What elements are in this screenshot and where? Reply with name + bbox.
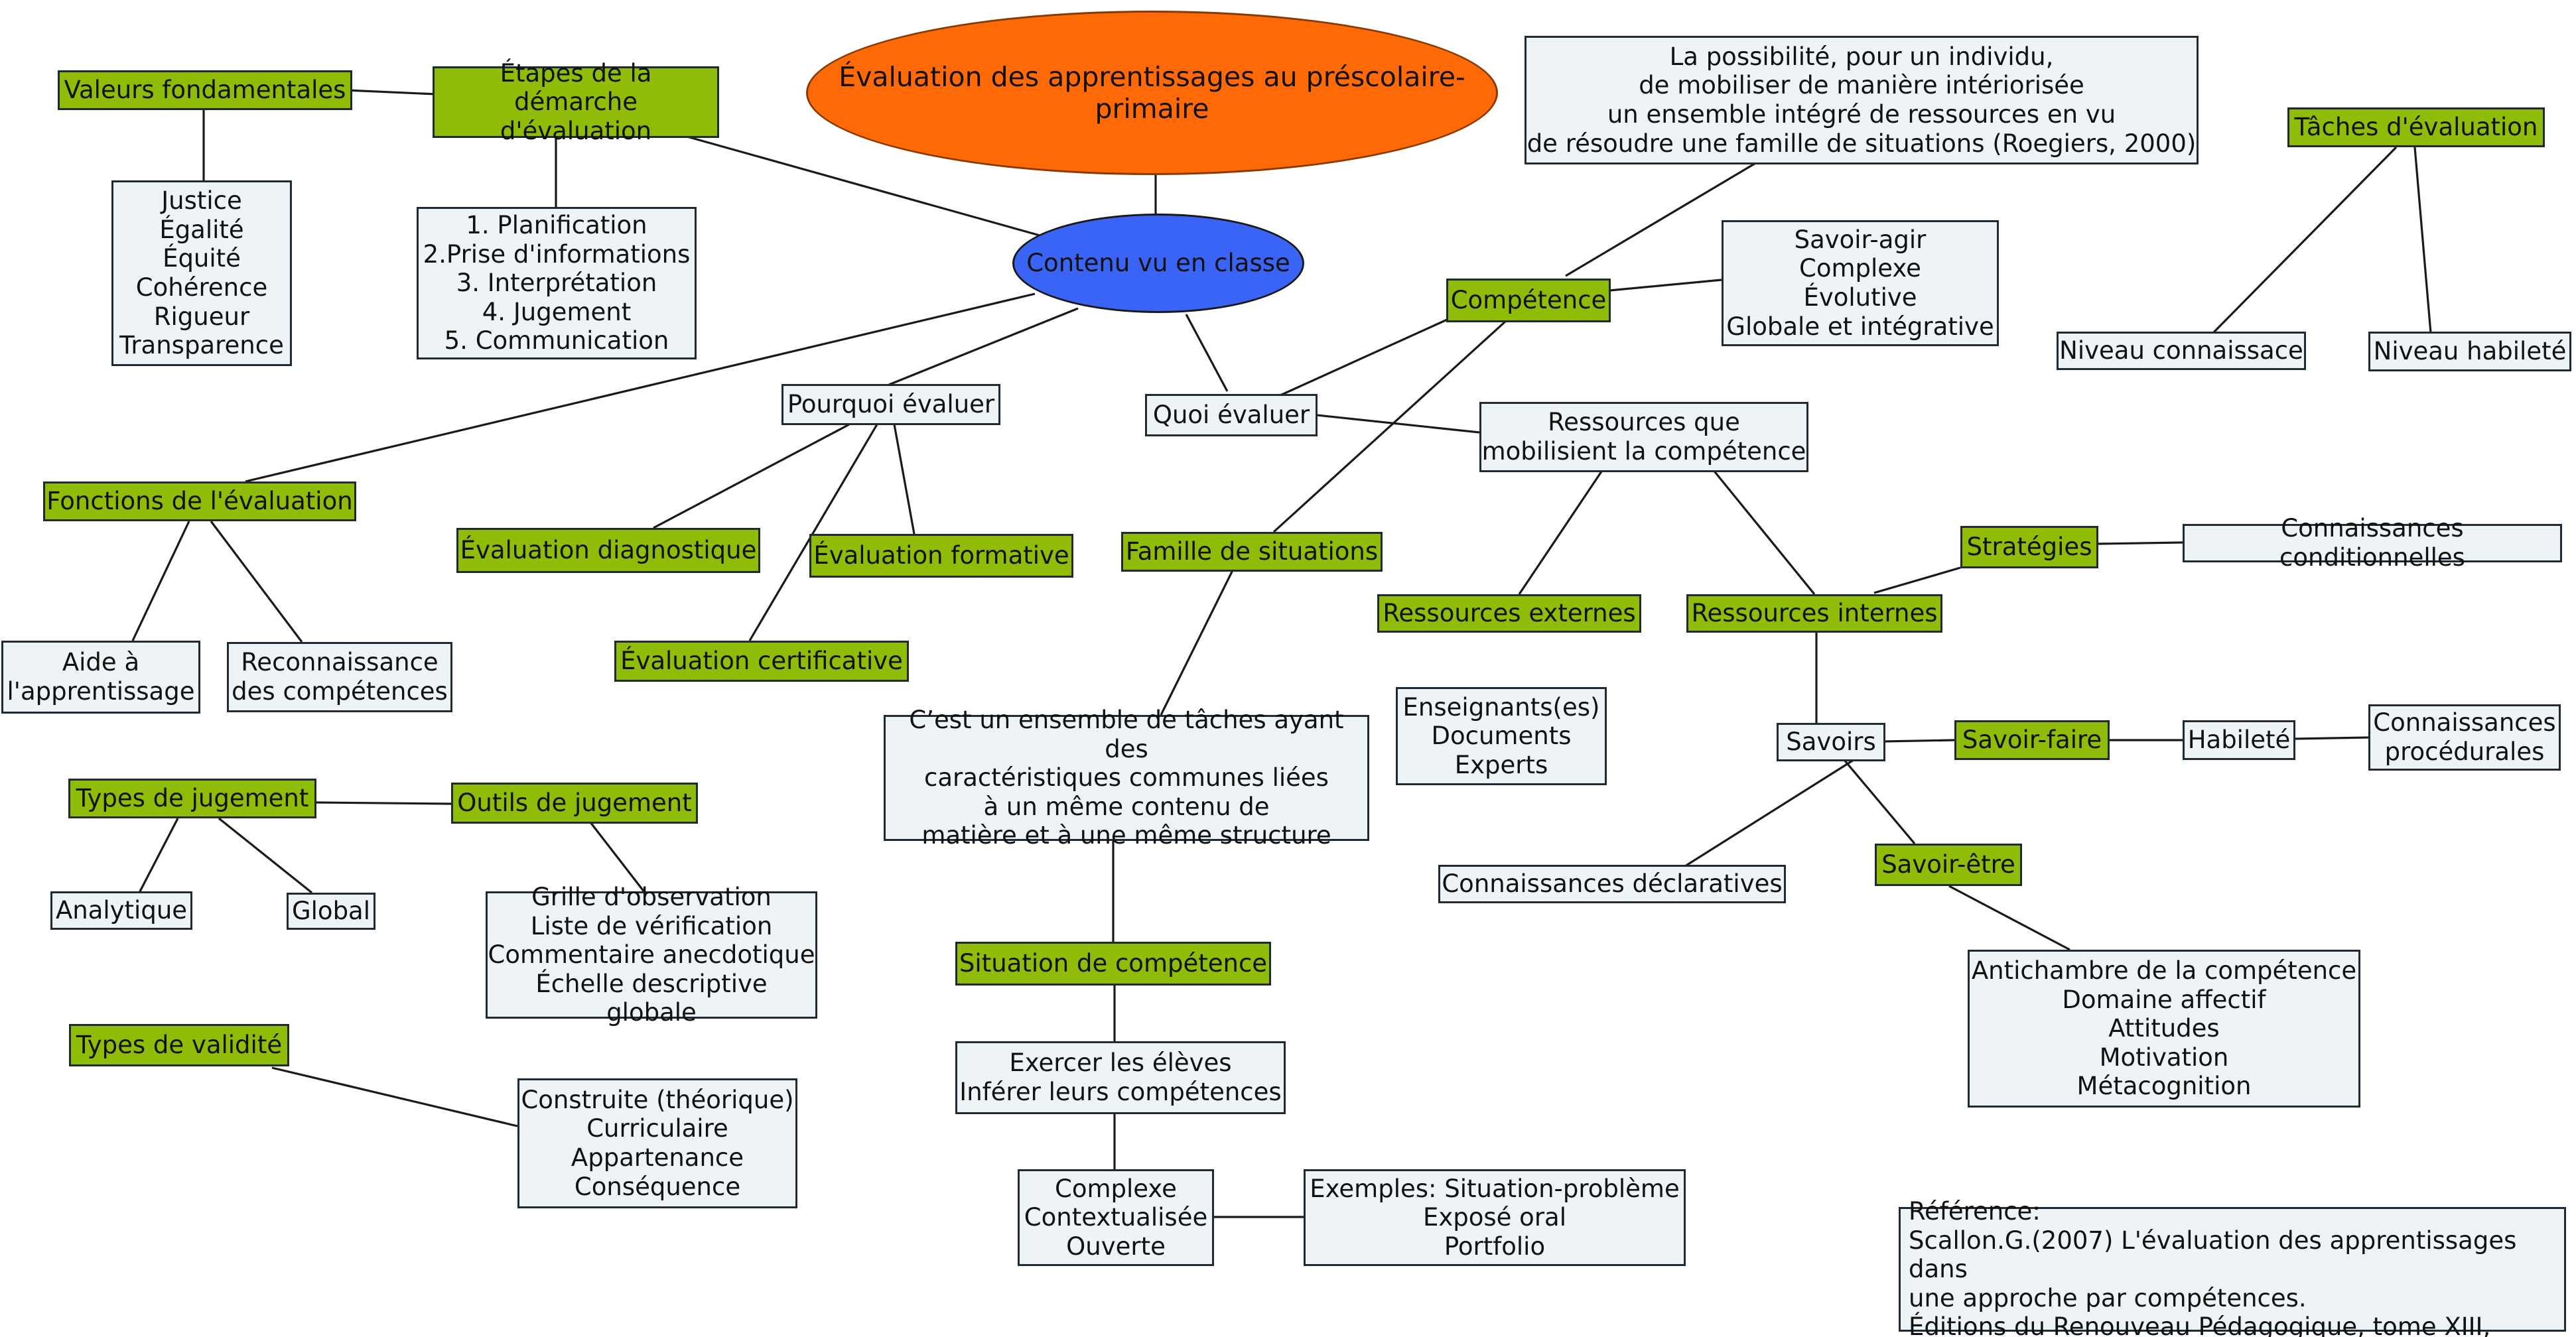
- connector: [1609, 279, 1722, 292]
- aide-apprentissage-box: Aide à l'apprentissage: [1, 641, 200, 714]
- ressources-externes-list: Enseignants(es) Documents Experts: [1396, 687, 1607, 785]
- connector: [2212, 146, 2398, 334]
- connector: [2097, 541, 2183, 545]
- evaluation-certificative-node: Évaluation certificative: [614, 641, 909, 682]
- fonctions-node: Fonctions de l'évaluation: [43, 481, 356, 521]
- connaissances-procedurales-box: Connaissances procédurales: [2368, 704, 2561, 771]
- connector: [653, 423, 850, 529]
- connector: [1565, 149, 1779, 277]
- reference-box: Référence: Scallon.G.(2007) L'évaluation…: [1899, 1197, 2566, 1337]
- connector: [271, 1066, 518, 1127]
- competence-definition: La possibilité, pour un individu, de mob…: [1525, 36, 2199, 164]
- types-jugement-node: Types de jugement: [68, 779, 316, 818]
- competence-node: Compétence: [1446, 279, 1611, 322]
- niveau-connaissance-box: Niveau connaissace: [2057, 332, 2306, 370]
- exercer-box: Exercer les élèves Inférer leurs compéte…: [955, 1041, 1286, 1114]
- analytique-box: Analytique: [50, 891, 192, 930]
- connector: [1266, 316, 1454, 403]
- connector: [315, 801, 452, 805]
- habilete-box: Habileté: [2183, 720, 2295, 760]
- savoir-agir-box: Savoir-agir Complexe Évolutive Globale e…: [1722, 220, 1999, 346]
- connector: [1518, 469, 1604, 595]
- connector: [1843, 759, 1916, 845]
- connector: [245, 292, 1036, 483]
- connector: [663, 129, 1048, 239]
- connector: [2293, 736, 2369, 740]
- global-box: Global: [287, 893, 375, 930]
- connaissances-conditionnelles-box: Connaissances conditionnelles: [2183, 514, 2562, 572]
- reconnaissance-box: Reconnaissance des compétences: [227, 642, 452, 712]
- connector: [1712, 468, 1816, 596]
- validite-list: Construite (théorique) Curriculaire Appa…: [517, 1078, 797, 1208]
- connector: [2413, 147, 2432, 334]
- complexe-box: Complexe Contextualisée Ouverte: [1018, 1169, 1214, 1266]
- types-validite-node: Types de validité: [69, 1024, 289, 1066]
- connector: [893, 424, 915, 535]
- niveau-habilete-box: Niveau habileté: [2368, 332, 2571, 371]
- quoi-evaluer-box: Quoi évaluer: [1145, 394, 1318, 436]
- savoirs-box: Savoirs: [1777, 723, 1885, 761]
- ressources-externes-node: Ressources externes: [1377, 594, 1641, 633]
- valeurs-list: Justice Égalité Équité Cohérence Rigueur…: [111, 180, 292, 366]
- ressources-internes-node: Ressources internes: [1686, 594, 1942, 633]
- connector: [131, 521, 190, 641]
- evaluation-formative-node: Évaluation formative: [809, 534, 1073, 578]
- connector: [888, 307, 1079, 386]
- valeurs-fondamentales-node: Valeurs fondamentales: [58, 70, 352, 110]
- outils-list: Grille d'observation Liste de vérificati…: [486, 883, 817, 1027]
- evaluation-diagnostique-node: Évaluation diagnostique: [456, 528, 760, 573]
- savoir-etre-list: Antichambre de la compétence Domaine aff…: [1968, 950, 2360, 1108]
- connector: [1272, 320, 1507, 533]
- savoir-etre-node: Savoir-être: [1875, 844, 2022, 886]
- connector: [589, 822, 646, 893]
- connector: [1160, 567, 1235, 716]
- outils-jugement-node: Outils de jugement: [451, 783, 698, 824]
- connector: [210, 521, 303, 643]
- connector: [1684, 759, 1854, 867]
- connaissances-declaratives-box: Connaissances déclaratives: [1438, 865, 1786, 903]
- strategies-node: Stratégies: [1960, 526, 2098, 568]
- etapes-list: 1. Planification 2.Prise d'informations …: [417, 207, 697, 359]
- connector: [1882, 739, 1955, 743]
- connector: [1185, 314, 1229, 392]
- connector: [138, 818, 179, 893]
- pourquoi-evaluer-box: Pourquoi évaluer: [781, 384, 1000, 425]
- connector: [748, 424, 878, 641]
- ressources-box: Ressources que mobilisient la compétence: [1479, 402, 1808, 472]
- connector: [346, 89, 437, 96]
- connector: [1948, 885, 2070, 951]
- etapes-node: Étapes de la démarche d'évaluation: [433, 59, 719, 145]
- connector: [1873, 566, 1961, 594]
- situation-competence-node: Situation de compétence: [955, 942, 1271, 986]
- exemples-box: Exemples: Situation-problème Exposé oral…: [1304, 1169, 1686, 1266]
- savoir-faire-node: Savoir-faire: [1954, 720, 2110, 760]
- famille-situations-node: Famille de situations: [1121, 532, 1383, 572]
- center-node: Contenu vu en classe: [1012, 214, 1304, 313]
- taches-evaluation-node: Tâches d'évaluation: [2287, 107, 2545, 147]
- map-title: Évaluation des apprentissages au préscol…: [806, 11, 1498, 175]
- connector: [218, 817, 312, 894]
- famille-definition: C’est un ensemble de tâches ayant des ca…: [884, 706, 1369, 850]
